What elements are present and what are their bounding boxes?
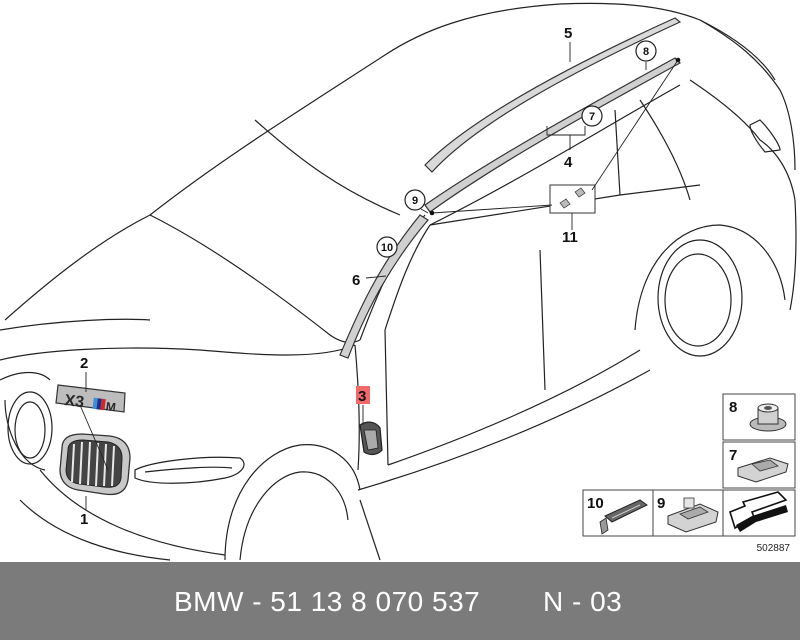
inset-parts-panel: 8 7 10 9: [582, 393, 796, 554]
m-stripe-dark-blue: [96, 398, 102, 410]
clip-detail-box: [549, 184, 596, 214]
inset-label-9: 9: [657, 495, 665, 512]
callout-4: 4: [564, 154, 573, 171]
nut-icon: [749, 403, 787, 432]
callout-3: 3: [358, 388, 366, 405]
callout-7: 7: [589, 111, 595, 123]
drawing-number: 502887: [757, 543, 791, 554]
footer-reference: N - 03: [543, 586, 623, 617]
callout-9-circle: [404, 189, 426, 211]
callout-10-circle: [376, 236, 398, 258]
part-roof-rail: [424, 17, 682, 173]
callout-8: 8: [643, 46, 649, 58]
leader-lines: [79, 42, 681, 510]
callout-7-circle: [581, 105, 603, 127]
callout-9: 9: [412, 195, 418, 207]
holder-clip-icon: [667, 497, 719, 533]
callout-2: 2: [80, 355, 88, 372]
m-stripe-light-blue: [92, 397, 98, 410]
part-model-emblem: X3 M: [55, 384, 126, 415]
part-roof-moulding: [339, 57, 681, 359]
callout-3-highlight: [356, 386, 370, 404]
part-kidney-grille: [59, 433, 131, 496]
inset-label-8: 8: [729, 399, 737, 416]
callout-11: 11: [562, 229, 578, 246]
callout-6: 6: [352, 272, 360, 289]
callout-labels: 1 2 3 4 5 6 11 8 7 9 10: [80, 25, 657, 528]
direction-arrow-icon: [729, 491, 788, 532]
callout-1: 1: [80, 511, 88, 528]
inset-label-10: 10: [587, 495, 604, 512]
callout-5: 5: [564, 25, 572, 42]
footer-part-number: BMW - 51 13 8 070 537: [174, 586, 481, 617]
svg-text:M: M: [105, 399, 117, 414]
part-number-footer: BMW - 51 13 8 070 537 N - 03: [0, 562, 800, 640]
callout-8-circle: [635, 40, 657, 62]
clip-strip-icon: [599, 499, 648, 535]
callout-10: 10: [381, 242, 393, 254]
inset-label-7: 7: [729, 447, 737, 464]
emblem-text: X3: [64, 392, 86, 411]
part-fender-gill: [359, 421, 383, 456]
exploded-parts-drawing: X3 M 1 2: [0, 2, 797, 561]
clip-bracket-icon: [737, 457, 789, 483]
inset-box-8: [722, 393, 796, 441]
car-body-outline: [0, 2, 797, 561]
m-stripe-red: [100, 398, 106, 411]
